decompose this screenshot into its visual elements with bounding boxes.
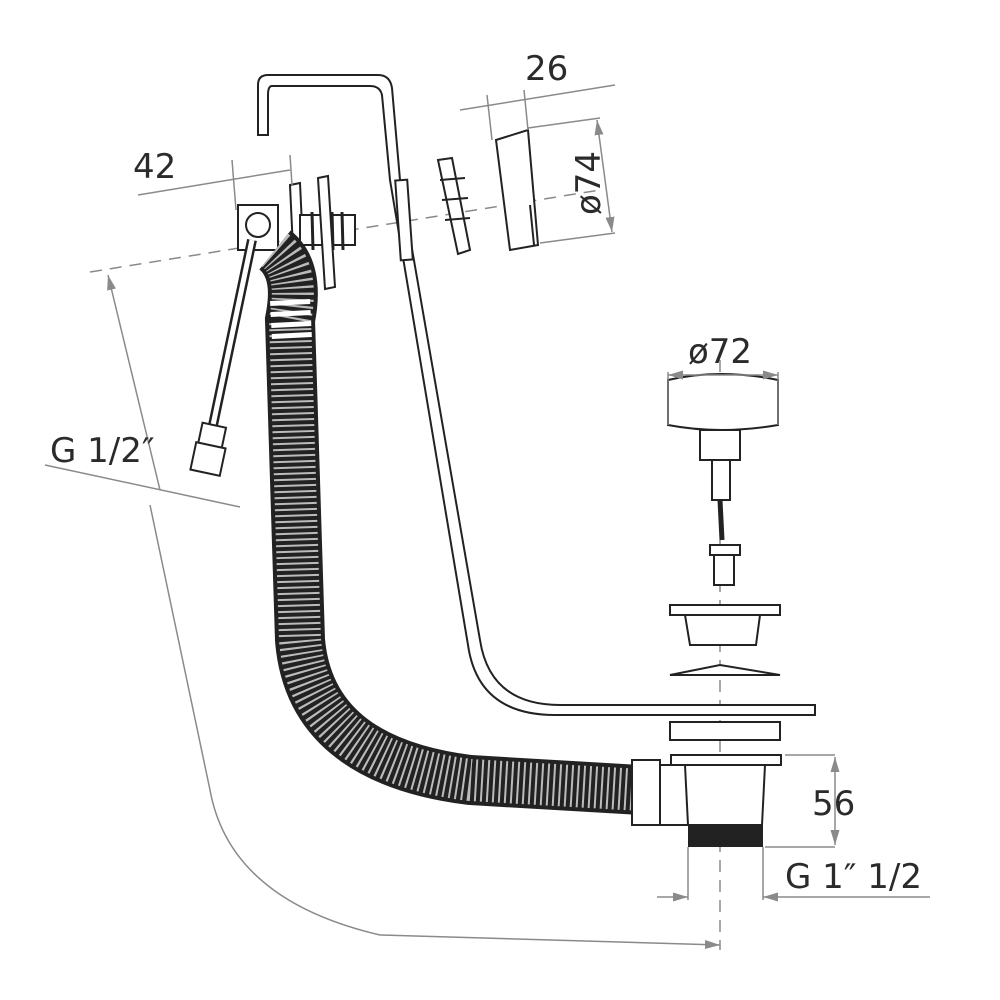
- dimension-outlet-thread: G 1″ 1/2: [785, 857, 922, 897]
- dimension-inlet-offset: 42: [133, 147, 176, 187]
- overflow-cover: [494, 128, 540, 252]
- click-clack-plug: [667, 373, 781, 741]
- dimension-overflow-depth: 26: [525, 49, 568, 89]
- flexible-waste-hose: [257, 230, 642, 815]
- dimension-plug-diameter: ø72: [688, 332, 752, 372]
- dimension-overflow-diameter: ø74: [569, 151, 609, 215]
- rod-clip: [394, 178, 414, 262]
- overflow-assembly: [237, 128, 540, 294]
- dimension-waste-height: 56: [812, 784, 855, 824]
- waste-outlet: [631, 754, 782, 847]
- inlet-nut: [189, 441, 227, 477]
- dimension-inlet-thread: G 1/2″: [50, 431, 155, 471]
- center-lines: [89, 189, 721, 950]
- inlet-hose: [189, 238, 257, 477]
- dimension-lines: [44, 84, 930, 950]
- control-rod: [257, 74, 816, 716]
